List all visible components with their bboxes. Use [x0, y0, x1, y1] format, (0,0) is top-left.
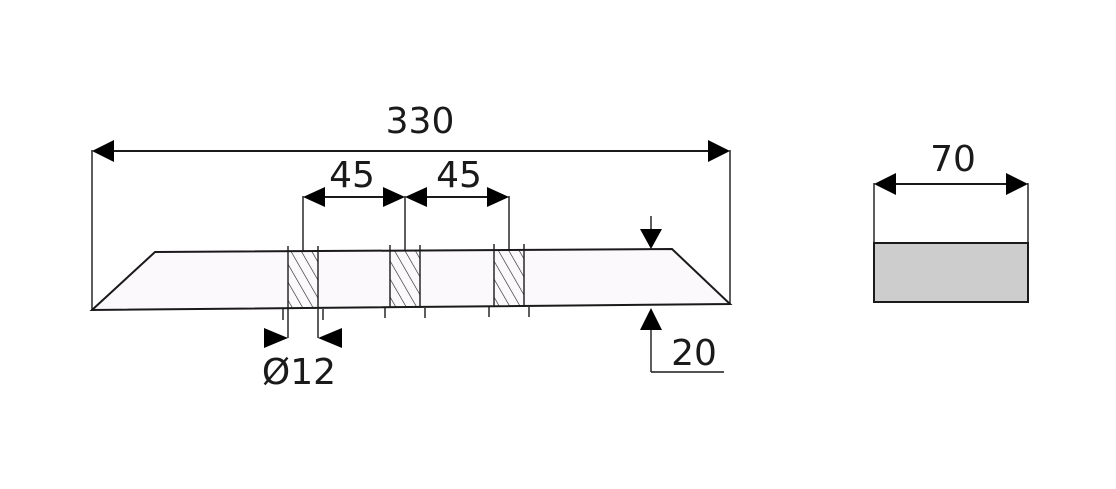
thickness-label: 20 — [671, 333, 717, 374]
dimension-hole-spacing: 45 45 — [302, 155, 510, 252]
dimension-hole-diameter: Ø12 — [262, 328, 342, 393]
blade-cross-section: 70 — [873, 139, 1029, 303]
hole-spacing-2-label: 45 — [436, 155, 482, 196]
bolt-holes — [282, 244, 530, 338]
width-label: 70 — [930, 139, 976, 180]
cross-section-rect — [873, 242, 1029, 303]
bolt-hole-1 — [282, 246, 324, 338]
bolt-hole-2 — [384, 245, 426, 318]
dimension-thickness: 20 — [640, 216, 724, 374]
hole-diameter-label: Ø12 — [262, 352, 336, 393]
bolt-hole-3 — [488, 244, 530, 317]
dimension-overall-length: 330 — [91, 101, 731, 310]
overall-length-label: 330 — [386, 101, 455, 142]
hole-spacing-1-label: 45 — [329, 155, 375, 196]
blade-side-view — [89, 244, 733, 338]
